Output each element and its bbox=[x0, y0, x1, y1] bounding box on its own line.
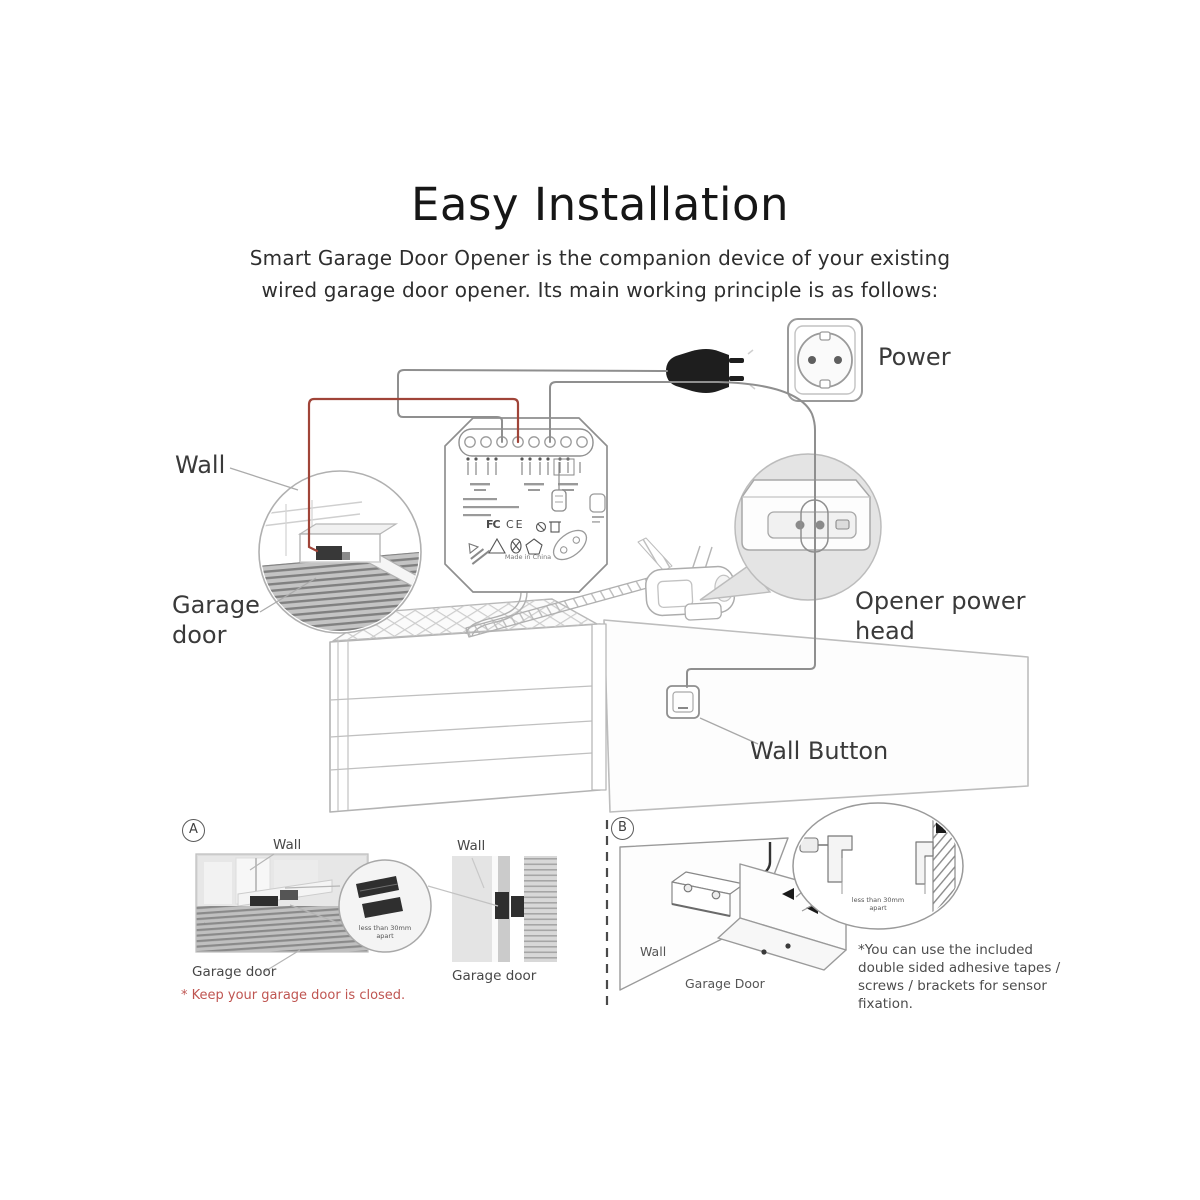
wall-label: Wall bbox=[175, 451, 226, 479]
section-b-note-line-1: *You can use the included bbox=[858, 942, 1033, 958]
power-label: Power bbox=[878, 343, 951, 371]
smart-garage-opener-device bbox=[444, 417, 608, 593]
section-b-wall-label: Wall bbox=[640, 944, 667, 959]
section-b-note-line-2: double sided adhesive tapes / bbox=[858, 960, 1061, 976]
subtitle-line-2: wired garage door opener. Its main worki… bbox=[261, 278, 939, 302]
section-a2-garage-door-label: Garage door bbox=[452, 968, 537, 984]
section-b-zoom-note: less than 30mm apart bbox=[851, 896, 905, 912]
wiring bbox=[307, 368, 829, 688]
section-a-garage-door-label: Garage door bbox=[192, 964, 277, 980]
section-a2-wall-label: Wall bbox=[457, 838, 486, 854]
ce-mark: CE bbox=[506, 518, 525, 531]
opener-power-head-label: Opener power head bbox=[855, 587, 1026, 645]
section-a-wall-label: Wall bbox=[273, 837, 302, 853]
section-b-note-line-3: screws / brackets for sensor bbox=[858, 978, 1047, 994]
zoom-circle-wall-sensor bbox=[229, 467, 422, 634]
power-socket bbox=[787, 318, 863, 402]
section-a-side-view bbox=[427, 856, 557, 962]
made-in-label: Made in China bbox=[504, 553, 552, 561]
section-a-warning: * Keep your garage door is closed. bbox=[181, 988, 406, 1003]
page-title: Easy Installation bbox=[410, 178, 790, 231]
section-a-zoom-note: less than 30mm apart bbox=[358, 924, 412, 940]
subtitle-line-1: Smart Garage Door Opener is the companio… bbox=[249, 246, 951, 270]
section-b-note-line-4: fixation. bbox=[858, 996, 913, 1012]
section-b-drawing bbox=[619, 802, 964, 991]
power-plug bbox=[666, 349, 756, 393]
section-a-badge: A bbox=[182, 819, 205, 842]
garage-interior-drawing bbox=[329, 537, 1029, 813]
section-a-photo bbox=[195, 853, 432, 973]
section-b-badge: B bbox=[611, 817, 634, 840]
wall-button bbox=[666, 685, 700, 719]
section-b-garage-door-label: Garage Door bbox=[685, 976, 765, 991]
fcc-mark: FC bbox=[486, 518, 501, 531]
zoom-circle-opener-power-head bbox=[699, 453, 882, 601]
garage-door-label: Garage door bbox=[172, 591, 260, 649]
wall-button-label: Wall Button bbox=[750, 737, 889, 765]
